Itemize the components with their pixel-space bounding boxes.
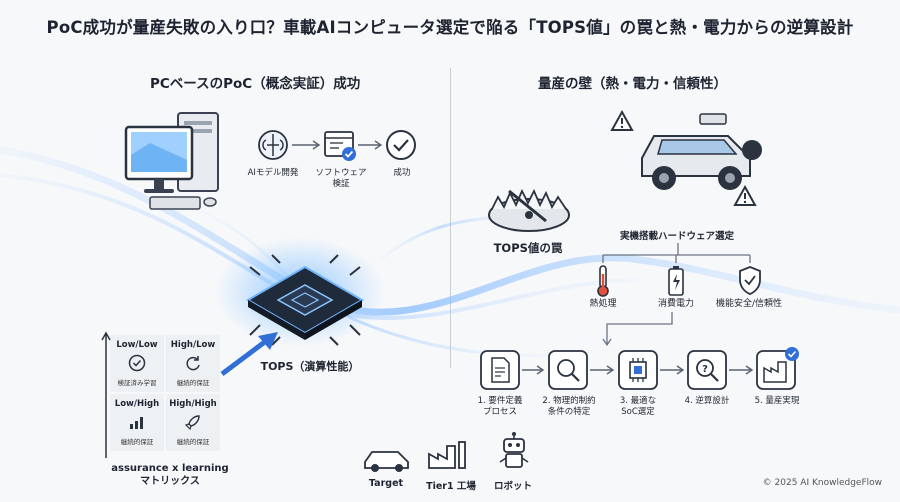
matrix-cell-header: Low/High: [114, 399, 160, 409]
process-arrows: [522, 365, 754, 375]
process-step-4: 4. 逆算設計: [684, 396, 730, 406]
matrix-cell-header: Low/Low: [116, 340, 158, 350]
robot-icon: [499, 432, 529, 468]
matrix-cell-sub: 継続的保証: [176, 438, 210, 446]
matrix-cell-header: High/High: [169, 399, 217, 409]
factory-icon: [428, 441, 466, 469]
process-step-3: 3. 最適な SoC選定: [619, 396, 657, 418]
constraint-tree-lines: [602, 243, 751, 263]
step-label-software: ソフトウェア 検証: [315, 168, 367, 190]
car-icon: [364, 451, 409, 472]
matrix-cell-high-low: High/Low 継続的保証: [166, 335, 220, 392]
hardware-selection-label: 実機搭載ハードウェア選定: [619, 231, 734, 242]
matrix-cell-low-high: Low/High 継続的保証: [110, 394, 164, 451]
constraint-label-safety: 機能安全/信頼性: [715, 299, 783, 309]
vehicle-icon: [641, 113, 762, 190]
desktop-pc-icon: [124, 112, 219, 210]
constraint-to-process-connector: [602, 312, 673, 347]
application-label-robot: ロボット: [493, 481, 532, 492]
software-window-icon: [324, 131, 356, 161]
svg-text:?: ?: [702, 364, 708, 375]
process-step-1: 1. 要件定義 プロセス: [477, 396, 523, 418]
application-label-tier1: Tier1 工場: [426, 481, 476, 492]
process-step-2: 2. 物理的制約 条件の特定: [542, 396, 596, 418]
brain-icon: [258, 130, 288, 160]
magnifier-icon: [548, 350, 588, 390]
right-section-heading: 量産の壁（熱・電力・信頼性）: [538, 76, 727, 92]
matrix-y-axis: [101, 331, 111, 458]
warning-icon: [733, 184, 757, 206]
matrix-caption: assurance x learning マトリックス: [100, 462, 240, 488]
copyright-footer: © 2025 AI KnowledgeFlow: [762, 478, 882, 488]
trap-label: TOPS値の罠: [493, 241, 563, 255]
process-step-5: 5. 量産実現: [754, 396, 800, 406]
section-divider: [450, 68, 451, 368]
constraint-label-thermal: 熱処理: [589, 299, 617, 309]
check-circle-icon: [128, 354, 146, 372]
matrix-cell-low-low: Low/Low 検証済み学習: [110, 335, 164, 392]
question-search-icon: ?: [687, 350, 727, 390]
warning-icon: [610, 109, 634, 131]
bear-trap-icon: [488, 188, 570, 232]
chip-label: TOPS（演算性能）: [260, 360, 360, 373]
matrix-caption-line2: マトリックス: [140, 476, 200, 487]
matrix-cell-header: High/Low: [170, 340, 216, 350]
matrix-cell-sub: 検証済み学習: [117, 379, 157, 387]
thermometer-icon: [597, 265, 609, 297]
left-section-heading: PCベースのPoC（概念実証）成功: [150, 76, 361, 92]
refresh-icon: [186, 356, 200, 371]
matrix-to-chip-arrow: [220, 332, 278, 376]
document-icon: [480, 350, 520, 390]
matrix-cell-sub: 継続的保証: [120, 438, 154, 446]
matrix-cell-high-high: High/High 継続的保証: [166, 394, 220, 451]
soc-chip-icon: [246, 254, 364, 346]
step-arrows: [292, 140, 383, 150]
constraint-label-power: 消費電力: [657, 299, 694, 309]
step-label-ai-model: AIモデル開発: [247, 168, 299, 178]
check-circle-icon: [386, 130, 416, 160]
factory-check-icon: [756, 347, 799, 390]
page-title: PoC成功が量産失敗の入り口？車載AIコンピュータ選定で陥る「TOPS値」の罠と…: [46, 18, 854, 37]
matrix-cell-sub: 継続的保証: [176, 379, 210, 387]
shield-check-icon: [739, 266, 761, 295]
processor-icon: [618, 350, 658, 390]
rocket-icon: [184, 415, 200, 431]
step-label-success: 成功: [393, 168, 411, 178]
matrix-caption-line1: assurance x learning: [111, 463, 229, 474]
battery-icon: [668, 266, 684, 296]
bar-chart-icon: [130, 417, 143, 429]
assurance-learning-matrix: Low/Low 検証済み学習 High/Low 継続的保証 Low/High 継…: [110, 335, 220, 455]
application-label-target: Target: [368, 478, 404, 489]
